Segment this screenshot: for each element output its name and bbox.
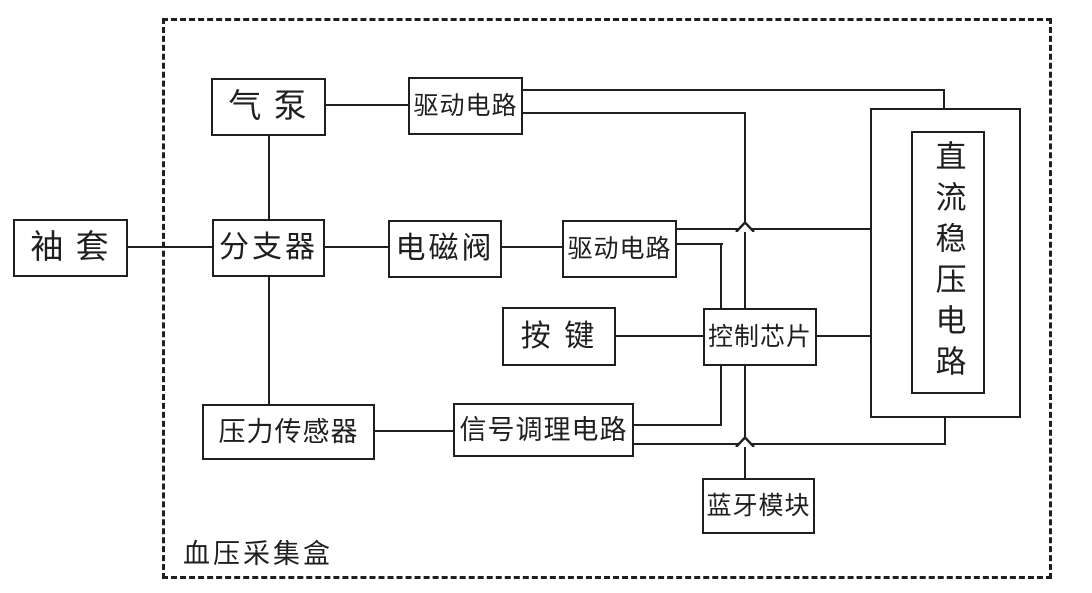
node-drive-circuit-1: 驱动电路 bbox=[408, 77, 523, 135]
connector-drive2-chip-drop bbox=[720, 243, 722, 309]
node-air-pump-label: 气 泵 bbox=[228, 88, 309, 125]
connector-pump-splitter bbox=[268, 136, 270, 220]
node-air-pump: 气 泵 bbox=[211, 78, 326, 136]
connector-button-chip bbox=[616, 335, 705, 337]
node-bluetooth-module-label: 蓝牙模块 bbox=[706, 492, 811, 520]
node-drive-circuit-1-label: 驱动电路 bbox=[413, 92, 518, 120]
connector-chip-regulator bbox=[817, 335, 872, 337]
acquisition-box-boundary bbox=[162, 18, 1052, 579]
connector-splitter-sensor bbox=[268, 277, 270, 405]
connector-drive1-regulator-top bbox=[523, 89, 945, 91]
connector-valve-drive2 bbox=[502, 246, 564, 248]
node-drive-circuit-2: 驱动电路 bbox=[562, 220, 677, 278]
connector-cuff-splitter bbox=[128, 246, 214, 248]
node-solenoid-valve: 电磁阀 bbox=[388, 220, 502, 278]
connector-sensor-signal bbox=[375, 430, 455, 432]
node-cuff: 袖 套 bbox=[13, 219, 128, 277]
connector-drive2-chip bbox=[677, 243, 723, 245]
connector-splitter-valve bbox=[325, 246, 390, 248]
node-pressure-sensor-label: 压力传感器 bbox=[218, 416, 359, 447]
node-signal-conditioning: 信号调理电路 bbox=[453, 403, 634, 457]
node-dc-voltage-regulator-label: 直流稳压电路 bbox=[930, 139, 966, 386]
line-crossing-hop-icon bbox=[735, 434, 755, 448]
node-button-label: 按 键 bbox=[520, 319, 598, 353]
node-splitter: 分支器 bbox=[212, 219, 325, 277]
node-pressure-sensor: 压力传感器 bbox=[202, 404, 375, 460]
node-drive-circuit-2-label: 驱动电路 bbox=[567, 235, 672, 263]
connector-signal-regulator-rise bbox=[944, 418, 946, 445]
acquisition-box-label: 血压采集盒 bbox=[183, 539, 333, 569]
node-control-chip-label: 控制芯片 bbox=[707, 323, 812, 351]
connector-chip-signal-drop bbox=[720, 366, 722, 426]
connector-drive1-regulator-drop bbox=[943, 89, 945, 109]
connector-chip-bluetooth bbox=[744, 366, 746, 479]
node-solenoid-valve-label: 电磁阀 bbox=[395, 232, 495, 265]
line-crossing-hop-icon bbox=[735, 219, 755, 233]
node-splitter-label: 分支器 bbox=[219, 231, 318, 264]
connector-drive1-chip-top bbox=[523, 112, 746, 114]
connector-drive2-regulator bbox=[677, 228, 872, 230]
connector-pump-drive1 bbox=[326, 104, 410, 106]
connector-signal-chip bbox=[634, 424, 722, 426]
connector-drive1-chip-drop bbox=[744, 112, 746, 309]
connector-signal-regulator-bottom bbox=[634, 443, 946, 445]
node-dc-voltage-regulator: 直流稳压电路 bbox=[911, 131, 985, 394]
node-signal-conditioning-label: 信号调理电路 bbox=[459, 414, 628, 445]
node-button: 按 键 bbox=[502, 307, 616, 366]
node-cuff-label: 袖 套 bbox=[30, 229, 111, 266]
node-control-chip: 控制芯片 bbox=[703, 308, 817, 366]
node-bluetooth-module: 蓝牙模块 bbox=[702, 478, 815, 534]
